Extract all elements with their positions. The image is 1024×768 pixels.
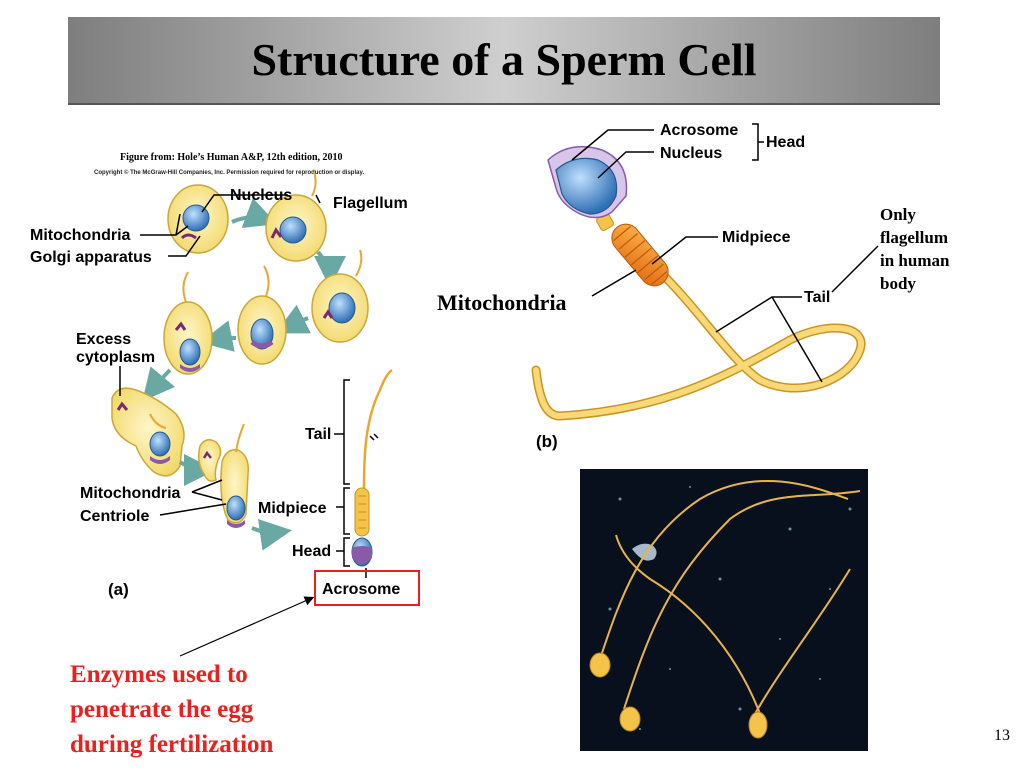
title-bar: Structure of a Sperm Cell — [68, 17, 940, 105]
enzymes-note-line: during fertilization — [70, 731, 274, 758]
flagellum-note-line: Only — [880, 205, 916, 224]
enzymes-callout-arrow — [179, 596, 315, 657]
stage-arrow — [275, 304, 312, 334]
flagellum-note-line: in human — [880, 251, 950, 270]
label-tail-a: Tail — [305, 426, 331, 443]
spermatid-cell-5 — [163, 271, 213, 375]
spermatid-cell-1 — [167, 184, 229, 254]
spermatid-cell-3 — [311, 249, 369, 343]
spermatid-cell-7 — [220, 423, 250, 528]
micrograph-image — [589, 479, 861, 739]
slide-title: Structure of a Sperm Cell — [251, 34, 757, 85]
label-excess: Excess — [76, 331, 131, 348]
flagellum-note-line: flagellum — [880, 228, 948, 247]
page-number: 13 — [994, 727, 1010, 744]
copyright-notice: Copyright © The McGraw-Hill Companies, I… — [94, 170, 365, 176]
flagellum-note-line: body — [880, 274, 916, 293]
enzymes-note-line: Enzymes used to — [70, 661, 248, 688]
acrosome-highlight-box — [314, 570, 420, 606]
sperm-micrograph — [580, 469, 868, 751]
mitochondria-callout: Mitochondria — [437, 290, 567, 315]
panel-a-leaders — [119, 194, 367, 578]
spermatid-cell-2 — [265, 171, 327, 262]
label-cytoplasm: cytoplasm — [76, 349, 155, 366]
enzymes-note-line: penetrate the egg — [70, 696, 254, 723]
flagellum-note: Only flagellum in human body — [880, 203, 949, 295]
panel-b-leaders — [571, 123, 879, 383]
label-nucleus-b: Nucleus — [660, 145, 722, 162]
label-tail-b: Tail — [804, 289, 830, 306]
sperm-illustration-b — [531, 145, 866, 421]
label-mitochondria-a: Mitochondria — [30, 227, 131, 244]
label-midpiece-a: Midpiece — [258, 500, 327, 517]
panel-a-cells — [111, 171, 369, 551]
stage-arrow — [231, 198, 278, 228]
label-flagellum-a: Flagellum — [333, 195, 408, 212]
mature-sperm-a — [351, 368, 393, 567]
label-midpiece-b: Midpiece — [722, 229, 791, 246]
label-head-a: Head — [292, 543, 331, 560]
spermatid-cell-6 — [111, 387, 185, 477]
stage-arrow — [313, 250, 346, 288]
spermatid-cell-4 — [237, 265, 287, 365]
label-head-b: Head — [766, 134, 805, 151]
label-acrosome-a: Acrosome — [322, 581, 400, 598]
stage-arrow — [251, 518, 292, 551]
enzymes-note: Enzymes used to penetrate the egg during… — [70, 657, 273, 762]
residual-cytoplasm — [197, 439, 222, 482]
label-golgi-apparatus: Golgi apparatus — [30, 249, 152, 266]
panel-b-letter: (b) — [536, 432, 558, 451]
panel-a-letter: (a) — [108, 580, 129, 599]
stage-arrow — [142, 366, 176, 402]
label-nucleus-a: Nucleus — [230, 187, 292, 204]
stage-arrow — [200, 320, 237, 352]
label-mitochondria-a2: Mitochondria — [80, 485, 181, 502]
figure-citation: Figure from: Hole’s Human A&P, 12th edit… — [120, 152, 343, 163]
label-acrosome-b: Acrosome — [660, 122, 738, 139]
label-centriole: Centriole — [80, 508, 149, 525]
